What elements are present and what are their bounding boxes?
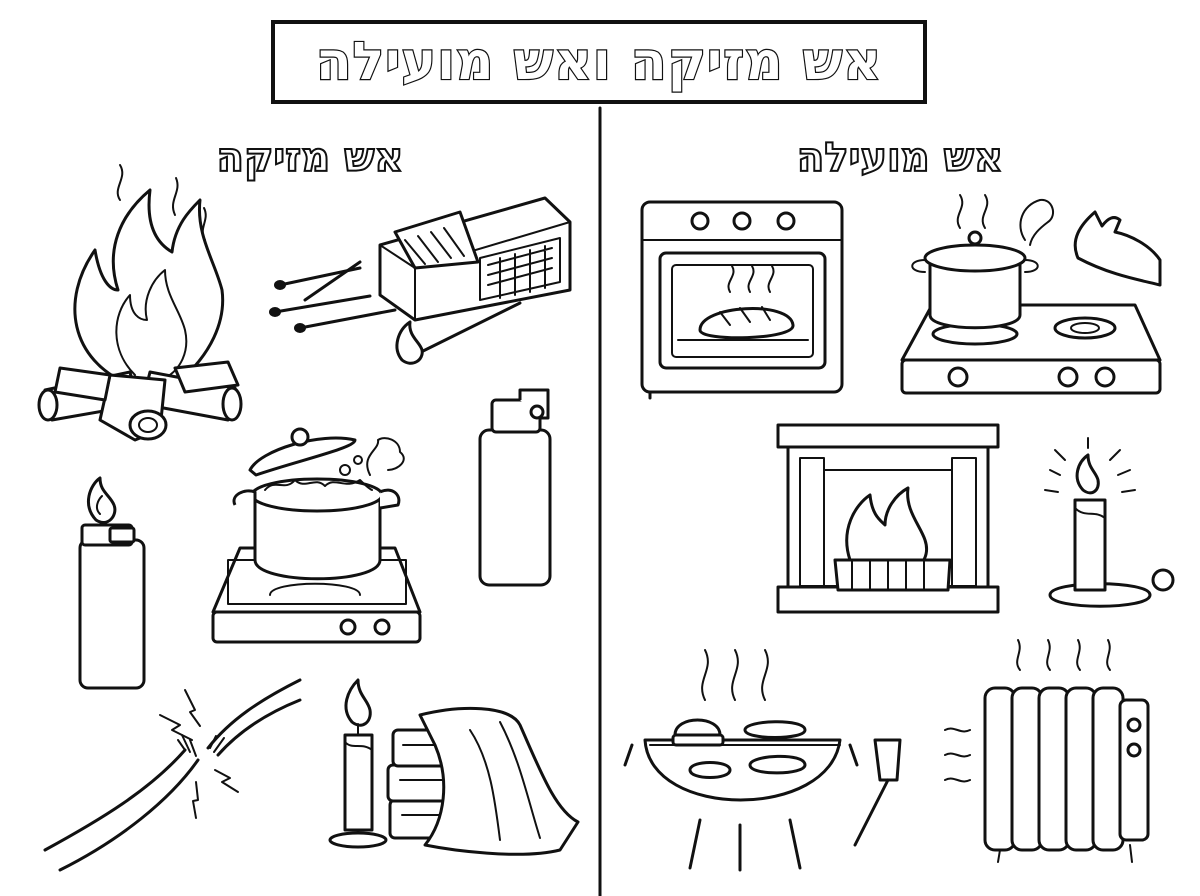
- title-box: אש מזיקה ואש מועילה: [271, 20, 927, 104]
- campfire-illustration: [37, 164, 243, 442]
- oven-illustration: [640, 200, 844, 400]
- bbq-grill-illustration: [623, 649, 902, 872]
- radiator-heater-illustration: [944, 639, 1150, 863]
- lighter-with-flame-illustration: [78, 476, 146, 690]
- candle-near-books-illustration: [328, 678, 580, 856]
- page-title: אש מזיקה ואש מועילה: [315, 32, 883, 92]
- pot-on-stove-illustration: [211, 427, 422, 644]
- heading-harmful-fire: אש מזיקה: [215, 134, 404, 182]
- lighter-illustration: [478, 388, 552, 587]
- matches-illustration: [269, 196, 572, 365]
- heading-helpful-fire: אש מועילה: [796, 134, 1004, 182]
- fireplace-illustration: [776, 423, 1000, 614]
- pot-on-gas-stove-illustration: [900, 194, 1162, 395]
- candle-in-holder-illustration: [1044, 437, 1175, 608]
- sparking-wire-illustration: [43, 678, 302, 872]
